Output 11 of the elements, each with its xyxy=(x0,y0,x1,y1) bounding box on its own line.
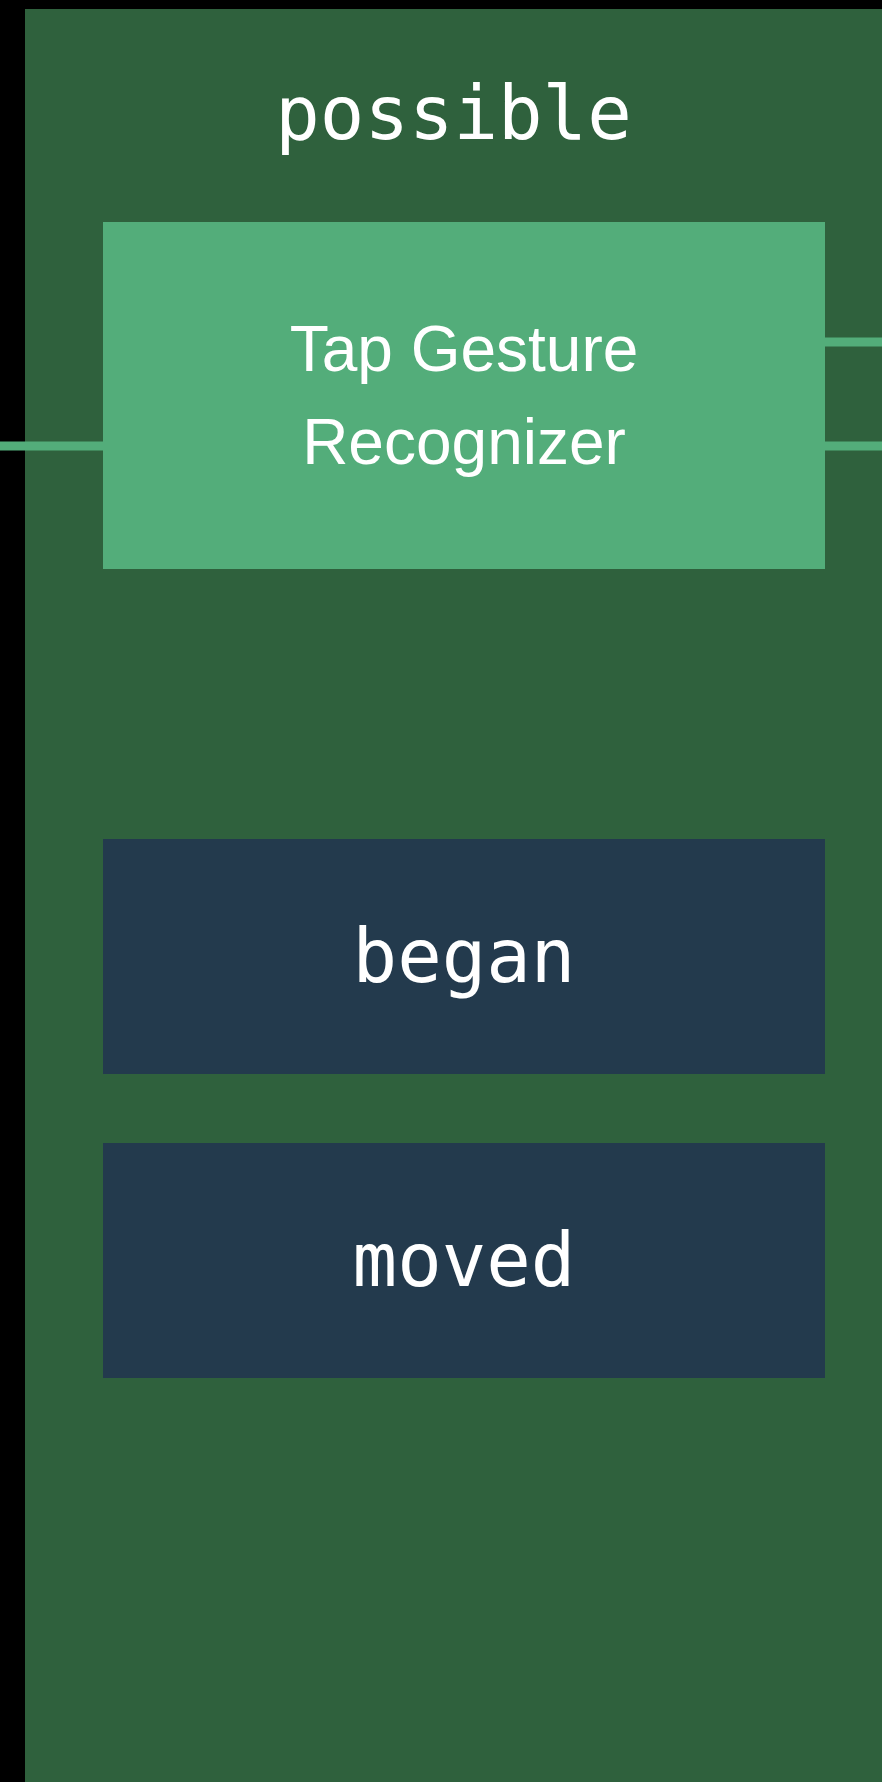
recognizer-box xyxy=(103,222,825,569)
box-label: began xyxy=(352,912,576,1001)
state-panel xyxy=(25,9,882,1782)
connector-line xyxy=(825,441,882,451)
box-label: Tap Gesture Recognizer xyxy=(288,311,640,480)
state-box xyxy=(103,1143,825,1378)
box-label: moved xyxy=(352,1216,576,1305)
connector-line xyxy=(0,441,103,451)
connector-line xyxy=(825,337,882,347)
state-box xyxy=(103,839,825,1074)
state-heading: possible xyxy=(275,69,632,158)
